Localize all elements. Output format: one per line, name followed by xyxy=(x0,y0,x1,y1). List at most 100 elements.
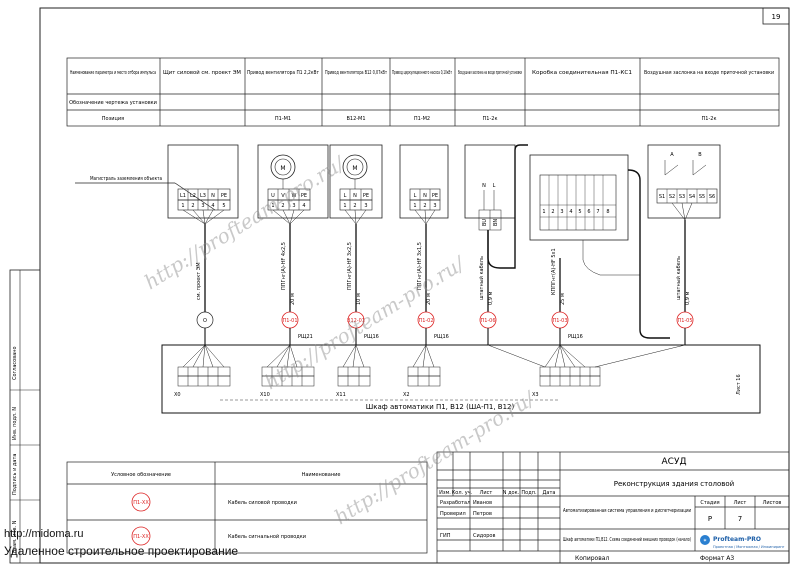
d7-term-0: S1 xyxy=(659,194,665,200)
header-cell-fan2: Привод вентилятора В12 0,07кВт xyxy=(325,70,387,76)
title-block xyxy=(436,451,790,564)
d7-term-2: S3 xyxy=(679,194,685,200)
d3-num-0: 1 xyxy=(343,203,346,209)
cable-2-len: 10 м xyxy=(356,293,362,305)
svg-text:✶: ✶ xyxy=(703,538,707,544)
header-cell-fan1: Привод вентилятора П1 2,2кВт xyxy=(247,70,319,76)
title-stage-label: Стадия xyxy=(700,500,719,506)
cabinet-block-x0: X0 xyxy=(174,392,181,398)
cable-3-name: ППГнг(А)-HF 3x1,5 xyxy=(417,242,423,290)
svg-text:2: 2 xyxy=(551,209,554,215)
header-cell-damper1: Воздушная заслонка на входе приточной ус… xyxy=(458,69,522,76)
d2-num-3: 4 xyxy=(302,203,305,209)
title-project: Реконструкция здания столовой xyxy=(614,480,734,488)
d2-num-0: 1 xyxy=(271,203,274,209)
d1-term-0: L1 xyxy=(180,193,186,199)
automation-cabinet: X0 X10 X11 X2 X3 Шкаф автоматики П1, В12… xyxy=(161,344,761,414)
footer-site-url[interactable]: http://midoma.ru xyxy=(4,528,84,540)
sheet-number-box xyxy=(762,7,790,25)
d1-num-0: 1 xyxy=(181,203,184,209)
d7-label-a: A xyxy=(670,152,674,158)
d2-term-0: U xyxy=(271,193,275,199)
d4-num-2: 3 xyxy=(433,203,436,209)
header-cell-pump: Привод циркуляционного насоса 0,10кВт xyxy=(392,70,452,76)
terminal-block-x11 xyxy=(337,366,371,387)
d4-num-1: 2 xyxy=(423,203,426,209)
cable-5-name: КППГнг(А)-HF 5x1 xyxy=(551,248,557,295)
cable-pos-3: РЩ16 xyxy=(434,334,449,340)
title-drawing: Шкаф автоматики П1,В12. Схема соединений… xyxy=(563,536,691,543)
svg-text:7: 7 xyxy=(596,209,599,215)
cable-3-len: 20 м xyxy=(426,293,432,305)
header-pos-fan2: В12-М1 xyxy=(346,116,365,122)
d7-term-5: S6 xyxy=(709,194,715,200)
title-code: АСУД xyxy=(662,457,687,467)
title-col-list: Лист xyxy=(480,490,493,496)
title-company: Profteam-PRO xyxy=(713,536,761,543)
sheet-number: 19 xyxy=(772,13,781,21)
device-fan-motor-p1: M U V W PE 1 2 3 4 xyxy=(257,144,329,225)
terminal-block-x10 xyxy=(261,366,315,387)
d3-num-2: 3 xyxy=(364,203,367,209)
cable-pos-5: РЩ16 xyxy=(568,334,583,340)
d4-num-0: 1 xyxy=(413,203,416,209)
d2-term-2: W xyxy=(292,193,297,199)
cable-5-len: 25 м xyxy=(560,293,566,305)
cabinet-block-x3: X3 xyxy=(532,392,539,398)
d3-term-1: N xyxy=(353,193,357,199)
title-role-0: Разработал xyxy=(440,500,470,506)
title-role-1: Проверил xyxy=(440,511,466,517)
cable-route-box xyxy=(627,169,670,339)
d7-term-1: S2 xyxy=(669,194,675,200)
d4-term-2: PE xyxy=(432,193,438,199)
title-stage: Р xyxy=(708,515,712,523)
legend-symbol-signal-text: П1-ХХ xyxy=(133,534,149,540)
terminal-block-x2 xyxy=(407,366,441,387)
header-cell-param: Наименование параметра и место отбора им… xyxy=(70,70,156,76)
d5-wire-0: BU xyxy=(482,219,488,226)
side-stamp-agreed: Согласовано xyxy=(12,346,18,380)
cable-markers: О П1-01 В12-01 П1-02 П1-06 П1-03 П1-05 xyxy=(196,311,694,329)
title-format: Формат А3 xyxy=(700,555,734,562)
device-damper-2: A B S1 S2 S3 S4 S5 S6 xyxy=(647,144,721,221)
device-junction-box: 1 2 3 4 5 6 7 8 xyxy=(529,154,640,276)
d5-term-0: N xyxy=(482,183,486,189)
header-pos-damper2: П1-2к xyxy=(702,116,717,122)
legend-table xyxy=(66,461,428,554)
d7-term-4: S5 xyxy=(699,194,705,200)
legend-name-power: Кабель силовой проводки xyxy=(228,499,297,506)
watermark-1: http://profteam-pro.ru/ xyxy=(140,150,350,294)
title-name-0: Иванов xyxy=(473,500,492,506)
cable-2-name: ППГнг(А)-HF 3x2,5 xyxy=(347,242,353,290)
cable-marker-3-code: П1-02 xyxy=(418,318,433,324)
grounding-line: Магистраль заземления объекта xyxy=(75,176,216,211)
cable-4-name: штатный кабель xyxy=(478,256,485,300)
title-sheet: 7 xyxy=(738,515,742,523)
terminal-block-x0 xyxy=(177,366,231,387)
cable-lines xyxy=(204,220,686,312)
d4-term-1: N xyxy=(423,193,427,199)
legend-symbol-power xyxy=(131,492,151,512)
cable-marker-4-code: П1-06 xyxy=(480,318,495,324)
side-stamp-sign: Подпись и дата xyxy=(12,454,18,495)
cabinet-title: Шкаф автоматики П1, В12 (ША-П1, В12) xyxy=(366,403,515,411)
svg-text:3: 3 xyxy=(560,209,563,215)
title-col-izm: Изм. xyxy=(439,490,451,496)
d1-num-1: 2 xyxy=(191,203,194,209)
grounding-label: Магистраль заземления объекта xyxy=(90,176,162,182)
d1-term-3: N xyxy=(211,193,215,199)
legend-header-right: Наименование xyxy=(302,472,341,478)
svg-text:5: 5 xyxy=(578,209,581,215)
title-col-kol: Кол. уч. xyxy=(452,490,473,496)
cable-1-name: ППГнг(А)-HF 4x2,5 xyxy=(281,242,287,290)
cabinet-block-x2: X2 xyxy=(403,392,410,398)
legend-name-signal: Кабель сигнальной проводки xyxy=(228,533,306,540)
cable-4-len: 0,9 м xyxy=(488,291,494,305)
d1-term-2: L3 xyxy=(200,193,206,199)
legend-symbol-power-text: П1-ХХ xyxy=(133,500,149,506)
header-pos-pump: П1-М2 xyxy=(414,116,430,122)
d3-term-0: L xyxy=(344,193,347,199)
d2-num-2: 3 xyxy=(292,203,295,209)
device-pump: L N PE 1 2 3 xyxy=(399,144,449,225)
